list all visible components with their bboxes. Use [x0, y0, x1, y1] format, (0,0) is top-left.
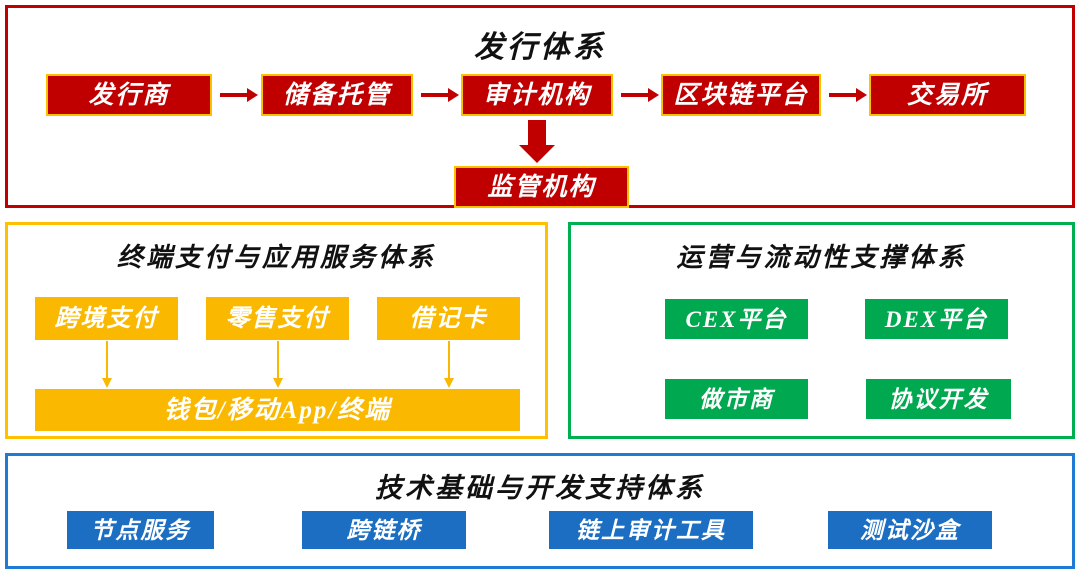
arrow-audit-to-chain: [621, 88, 659, 102]
node-wallet-mobile-app-terminal[interactable]: 钱包/移动App/终端: [35, 389, 520, 431]
node-debit-card[interactable]: 借记卡: [377, 297, 520, 340]
node-cex-platform[interactable]: CEX平台: [665, 299, 808, 339]
node-protocol-development[interactable]: 协议开发: [866, 379, 1011, 419]
arrow-chain-to-exchange: [829, 88, 867, 102]
node-audit-agency[interactable]: 审计机构: [461, 74, 613, 116]
node-dex-platform[interactable]: DEX平台: [865, 299, 1008, 339]
panel-issuance-title: 发行体系: [474, 31, 606, 64]
node-on-chain-audit-tools[interactable]: 链上审计工具: [549, 511, 753, 549]
node-regulator[interactable]: 监管机构: [454, 166, 629, 208]
node-exchange[interactable]: 交易所: [869, 74, 1026, 116]
arrow-cross-border-to-wallet: [102, 341, 112, 388]
panel-tech-title: 技术基础与开发支持体系: [375, 473, 705, 503]
node-test-sandbox[interactable]: 测试沙盒: [828, 511, 992, 549]
panel-tech: 技术基础与开发支持体系 节点服务 跨链桥 链上审计工具 测试沙盒: [5, 453, 1075, 569]
node-market-maker[interactable]: 做市商: [665, 379, 808, 419]
arrow-audit-to-regulator: [519, 120, 555, 163]
arrow-retail-to-wallet: [273, 341, 283, 388]
node-issuer[interactable]: 发行商: [46, 74, 212, 116]
node-cross-chain-bridge[interactable]: 跨链桥: [302, 511, 466, 549]
panel-payment: 终端支付与应用服务体系 跨境支付 零售支付 借记卡 钱包/移动App/终端: [5, 222, 548, 439]
panel-liquidity: 运营与流动性支撑体系 CEX平台 DEX平台 做市商 协议开发: [568, 222, 1075, 439]
node-retail-payment[interactable]: 零售支付: [206, 297, 349, 340]
arrow-custody-to-audit: [421, 88, 459, 102]
panel-liquidity-title: 运营与流动性支撑体系: [676, 243, 967, 272]
node-reserve-custody[interactable]: 储备托管: [261, 74, 413, 116]
arrow-issuer-to-custody: [220, 88, 258, 102]
node-cross-border-payment[interactable]: 跨境支付: [35, 297, 178, 340]
arrow-debit-to-wallet: [444, 341, 454, 388]
node-blockchain-platform[interactable]: 区块链平台: [661, 74, 821, 116]
panel-payment-title: 终端支付与应用服务体系: [116, 243, 436, 272]
node-node-service[interactable]: 节点服务: [67, 511, 214, 549]
panel-issuance: 发行体系 发行商 储备托管 审计机构 区块链平台 交易所 监管机构: [5, 5, 1075, 208]
